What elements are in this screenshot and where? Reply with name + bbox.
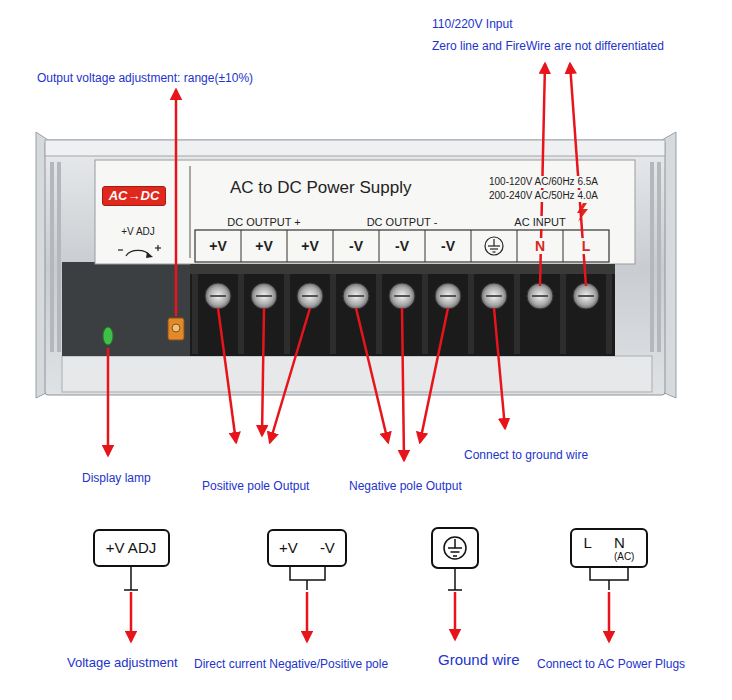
caption-label: Ground wire <box>436 651 522 668</box>
box-text: (AC) <box>614 551 635 563</box>
spec-text: 200-240V AC/50Hz 4.0A <box>487 190 600 202</box>
ground-symbol <box>485 237 503 255</box>
annotation-label: Output voltage adjustment: range(±10%) <box>35 72 255 86</box>
spec-text: 100-120V AC/60Hz 6.5A <box>487 176 600 188</box>
label-slot: -V <box>439 237 457 255</box>
group-label: AC INPUT <box>512 216 567 229</box>
product-title: AC to DC Power Supply <box>228 178 413 198</box>
label-slot: +V ADJ <box>119 221 157 239</box>
label-slot: Zero line and FireWire are not different… <box>430 36 666 54</box>
leader-arrow <box>402 308 404 460</box>
caption-label: Connect to AC Power Plugs <box>535 658 687 672</box>
caption-label: Voltage adjustment <box>65 656 180 671</box>
label-slot: AC to DC Power Supply <box>228 178 413 198</box>
housing <box>36 132 676 398</box>
label-slot: Display lamp <box>80 468 153 486</box>
label-slot: Connect to ground wire <box>462 445 590 463</box>
leader-arrow <box>130 592 133 641</box>
box-text: AC→DC <box>109 189 160 204</box>
annotation-label: 110/220V Input <box>430 18 515 32</box>
adjust-knob-symbol <box>118 245 161 258</box>
terminal-label: L <box>580 238 593 254</box>
group-label: DC OUTPUT - <box>365 216 440 229</box>
label-slot: DC OUTPUT + <box>225 212 302 230</box>
legend-brackets <box>124 566 628 590</box>
leader-arrow <box>270 308 310 442</box>
terminal-label: +V <box>299 238 321 254</box>
box-text: N <box>614 534 635 551</box>
terminal-legend-box: L N(AC) <box>570 528 649 569</box>
annotation-label: Zero line and FireWire are not different… <box>430 40 666 54</box>
terminal-label: +V <box>207 238 229 254</box>
box-text: +V <box>279 539 298 556</box>
label-slot: DC OUTPUT - <box>365 212 440 230</box>
terminal-label: N <box>533 238 547 254</box>
leader-arrow <box>608 592 611 641</box>
label-slot: Voltage adjustment <box>65 653 180 671</box>
label-slot: Output voltage adjustment: range(±10%) <box>35 68 255 86</box>
group-label: DC OUTPUT + <box>225 216 302 229</box>
hazard-bolt <box>577 203 588 222</box>
label-slot: L <box>580 237 593 255</box>
label-slot: Connect to AC Power Plugs <box>535 654 687 672</box>
label-slot: -V <box>393 237 411 255</box>
leader-arrow <box>356 308 388 442</box>
red-leader-arrows <box>108 64 609 641</box>
label-slot: 100-120V AC/60Hz 6.5A <box>487 171 600 189</box>
caption-label: Direct current Negative/Positive pole <box>192 658 390 672</box>
annotation-label: Display lamp <box>80 472 153 486</box>
leader-arrow <box>494 308 505 428</box>
leader-arrow <box>454 592 457 639</box>
label-slot: AC INPUT <box>512 212 567 230</box>
brand-badge: AC→DC <box>102 186 167 207</box>
label-slot: 110/220V Input <box>430 14 515 32</box>
leader-arrow <box>218 308 236 442</box>
box-text: L <box>584 534 592 551</box>
label-slot: Ground wire <box>436 651 522 669</box>
terminal-label: -V <box>439 238 457 254</box>
label-slot: +V <box>299 237 321 255</box>
label-slot: N <box>533 237 547 255</box>
leader-arrow <box>175 90 178 316</box>
terminal-label: -V <box>347 238 365 254</box>
ground-box <box>432 528 478 568</box>
adjust-label: +V ADJ <box>119 226 157 238</box>
leader-arrow <box>306 592 309 641</box>
leader-arrow <box>262 308 264 435</box>
annotation-label: Positive pole Output <box>200 480 311 494</box>
annotation-label: Negative pole Output <box>347 480 464 494</box>
terminal-label: +V <box>253 238 275 254</box>
pcb-parts <box>103 318 184 345</box>
terminal-label: -V <box>393 238 411 254</box>
label-slot: -V <box>347 237 365 255</box>
terminal-legend-box: +V ADJ <box>93 529 170 567</box>
label-slot: +V <box>207 237 229 255</box>
label-slot: 200-240V AC/50Hz 4.0A <box>487 185 600 203</box>
label-slot: +V <box>253 237 275 255</box>
label-slot: Direct current Negative/Positive pole <box>192 654 390 672</box>
box-text: -V <box>320 539 335 556</box>
label-slot: Positive pole Output <box>200 476 311 494</box>
leader-arrow <box>107 348 110 455</box>
label-slot: Negative pole Output <box>347 476 464 494</box>
box-text: +V ADJ <box>106 539 156 556</box>
terminal-legend-box: +V -V <box>267 529 347 567</box>
leader-arrow <box>420 308 448 442</box>
annotation-label: Connect to ground wire <box>462 449 590 463</box>
